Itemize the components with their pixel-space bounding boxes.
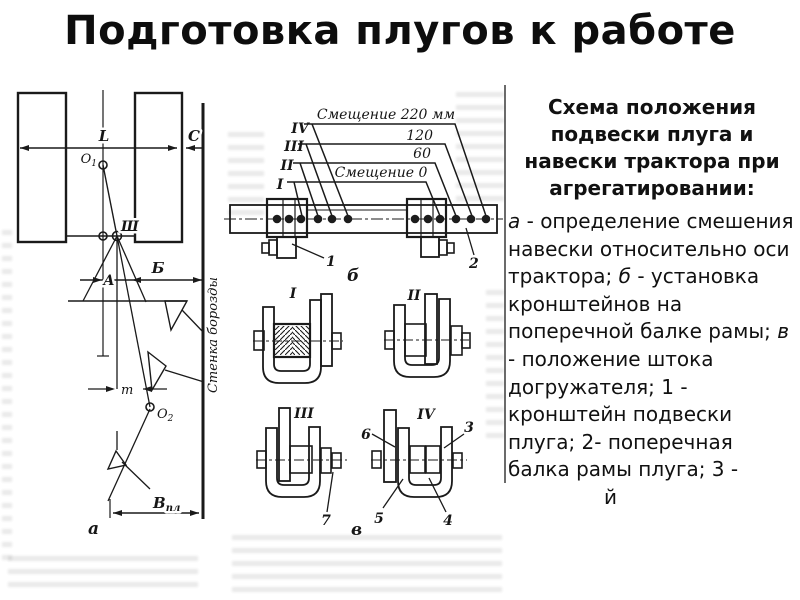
diagram-a: Стенка борозды L C О1 Ш xyxy=(16,90,221,539)
scan-bleed-mid-right xyxy=(486,290,504,440)
scan-bleed-right-of-fan xyxy=(456,92,504,202)
dim-B-label: Б xyxy=(151,259,165,277)
arrowhead xyxy=(168,145,177,151)
leader-60 xyxy=(293,162,457,217)
caption-column: Схема положения подвески плуга и навески… xyxy=(508,86,796,512)
part-a-label: а xyxy=(88,519,99,539)
point-Sh-label: Ш xyxy=(120,219,140,235)
clamp-I-ubolt xyxy=(262,299,322,384)
plow-share-2 xyxy=(147,350,167,393)
figure: Стенка борозды L C О1 Ш xyxy=(16,85,506,540)
roman-IV: IV xyxy=(290,121,311,137)
part-b-label: б xyxy=(347,266,359,286)
leader-120 xyxy=(298,143,473,217)
scan-bleed-left-margin xyxy=(2,230,12,560)
point-O1-label: О1 xyxy=(81,152,97,169)
clamp-II-plate xyxy=(424,293,438,365)
arrowhead xyxy=(186,145,195,151)
plow-share-1 xyxy=(164,300,189,332)
callout-3: 3 xyxy=(464,420,474,436)
point-O1 xyxy=(98,160,108,170)
clamp-III-plate xyxy=(278,407,291,482)
callout-6: 6 xyxy=(361,427,371,443)
callout-7: 7 xyxy=(321,513,331,529)
arrowhead xyxy=(143,386,152,392)
callout-2: 2 xyxy=(468,256,479,272)
clamp-IV-plate xyxy=(383,409,397,483)
dim-C-label: C xyxy=(188,127,200,145)
callout-4: 4 xyxy=(443,513,453,529)
offset-0-label: Смещение 0 xyxy=(335,165,428,181)
arrowhead xyxy=(106,386,115,392)
clamp-I-label: I xyxy=(289,286,297,302)
roman-I: I xyxy=(276,177,284,193)
roman-III: III xyxy=(283,139,304,155)
arrowhead xyxy=(113,510,122,516)
arrowhead xyxy=(190,510,199,516)
caption-heading: Схема положения подвески плуга и навески… xyxy=(524,95,780,200)
diagram-v: I II III xyxy=(253,286,474,540)
part-v-label: в xyxy=(351,520,362,540)
scan-bleed-bottom xyxy=(232,535,502,593)
arrowhead xyxy=(193,277,202,283)
dim-Bpl-label: Впл xyxy=(152,494,180,514)
clamp-II-label: II xyxy=(406,288,421,304)
caption-body: а - определение смешения навески относит… xyxy=(508,209,794,509)
leader-220 xyxy=(304,123,487,217)
clamp-III-ubolt xyxy=(265,426,321,498)
roman-II: II xyxy=(279,158,294,174)
slide-title: Подготовка плугов к работе xyxy=(64,8,736,54)
clamp-I-plate xyxy=(320,293,333,367)
beam-holes xyxy=(272,214,491,224)
arrowhead xyxy=(20,145,29,151)
point-O2 xyxy=(145,402,155,412)
offset-120-label: 120 xyxy=(406,128,433,144)
dim-A-label: А xyxy=(102,273,114,289)
callout-1: 1 xyxy=(326,254,336,270)
line-to-O2 xyxy=(116,235,151,408)
arrowhead xyxy=(132,277,141,283)
clamp-II-ubolt xyxy=(393,298,451,378)
plow-share-3 xyxy=(106,449,128,470)
clamp-III-label: III xyxy=(293,406,314,422)
left-wheel xyxy=(16,91,68,244)
arrowhead xyxy=(93,277,102,283)
furrow-wall-label: Стенка борозды xyxy=(206,277,221,393)
callout-5: 5 xyxy=(374,511,384,527)
clamp-IV-ubolt xyxy=(397,426,453,498)
diagram-b: Смещение 220 мм 120 60 Смещение 0 IV III… xyxy=(224,107,503,286)
offset-60-label: 60 xyxy=(413,146,431,162)
clamp-IV-label: IV xyxy=(416,407,437,423)
scan-bleed-bottom-left xyxy=(8,556,198,594)
point-O2-label: О2 xyxy=(157,407,174,424)
offset-220-label: Смещение 220 мм xyxy=(317,107,455,123)
right-wheel xyxy=(133,91,184,244)
dim-m-label: m xyxy=(121,383,133,398)
dim-L-label: L xyxy=(98,127,110,145)
